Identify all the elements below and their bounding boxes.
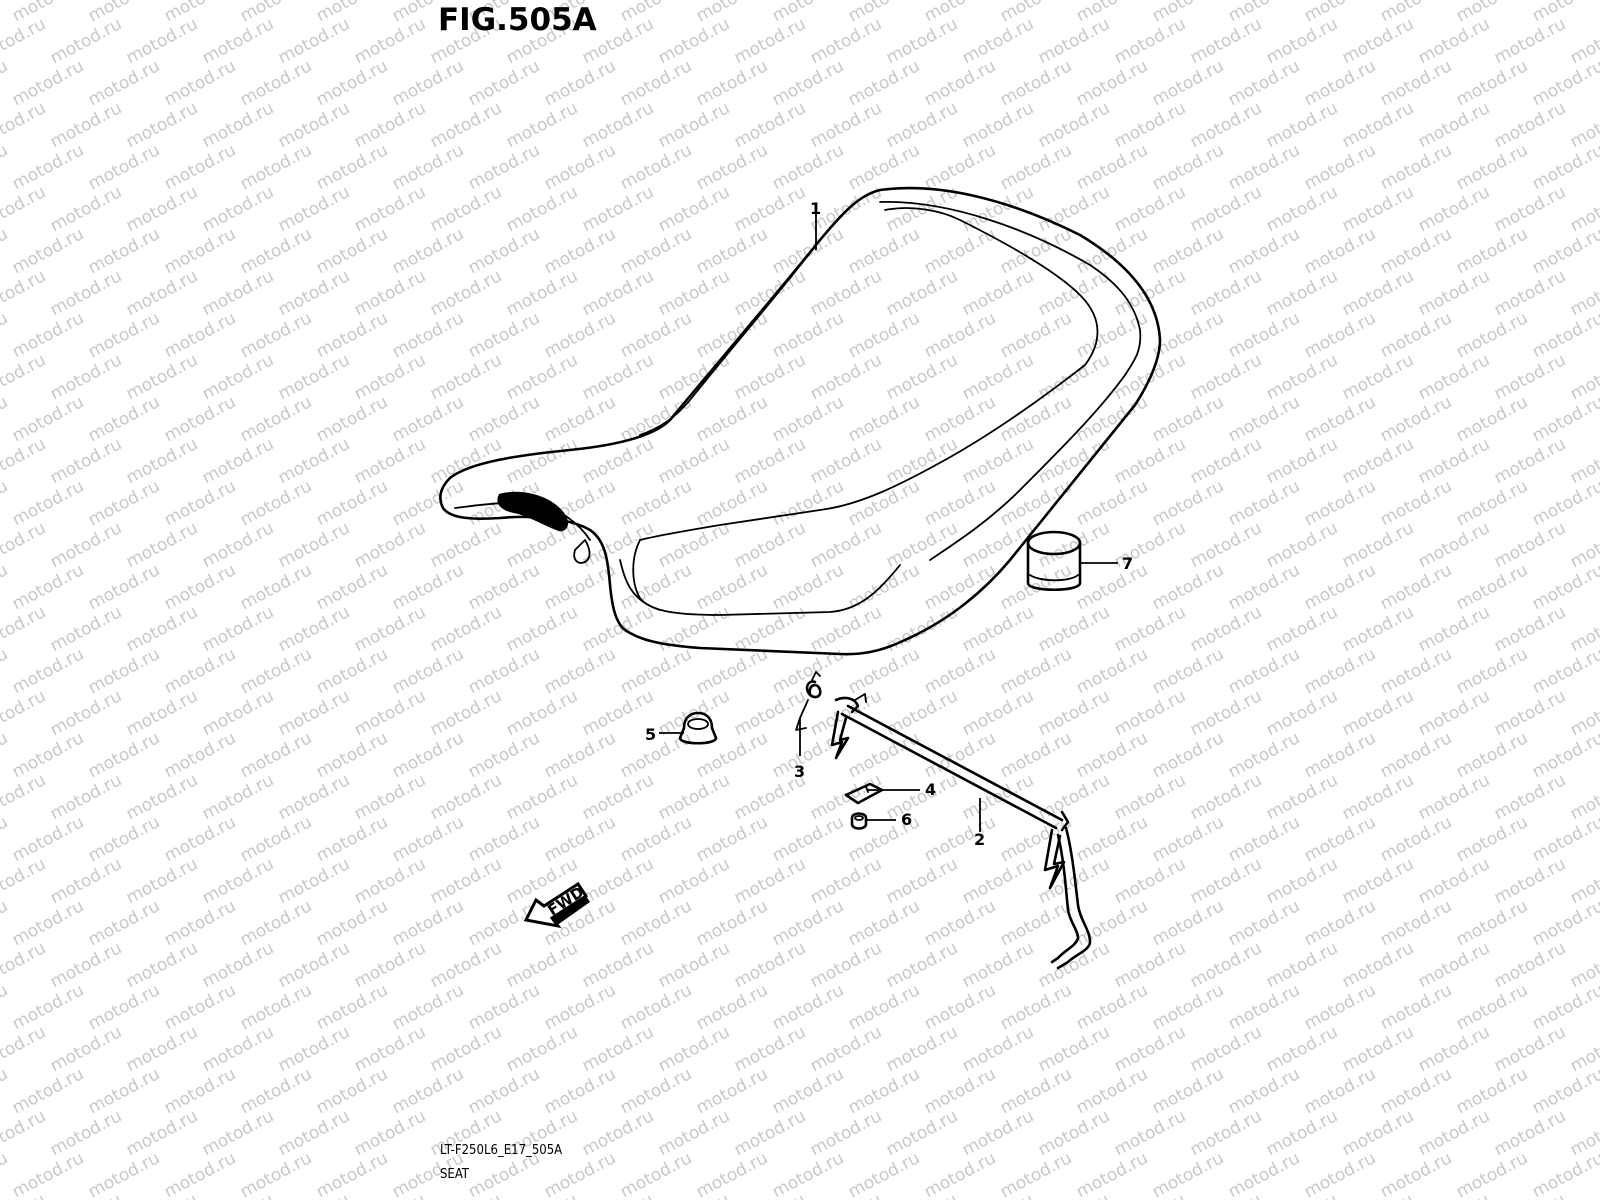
callout-3: 3 <box>794 762 805 781</box>
callout-6: 6 <box>901 810 912 829</box>
cushion-5-part <box>678 711 718 745</box>
leader-lines <box>659 209 1118 832</box>
nut-6-part <box>850 812 868 830</box>
callout-4: 4 <box>925 780 936 799</box>
callout-1: 1 <box>810 199 821 218</box>
plate-4-part <box>844 782 884 805</box>
callout-2: 2 <box>974 830 985 849</box>
figure-code: LT-F250L6_E17_505A <box>440 1143 563 1158</box>
fwd-arrow-icon: FWD <box>523 881 590 929</box>
spring-3-part <box>795 671 822 731</box>
seat-part <box>439 186 1162 656</box>
callout-7: 7 <box>1122 554 1133 573</box>
cushion-7-part <box>1026 530 1082 591</box>
callout-labels: 1 2 3 4 5 6 7 <box>645 199 1133 849</box>
figure-name: SEAT <box>440 1167 469 1182</box>
seat-lock-rod-part <box>830 693 1092 970</box>
figure-title: FIG.505A <box>438 2 597 38</box>
callout-5: 5 <box>645 725 656 744</box>
